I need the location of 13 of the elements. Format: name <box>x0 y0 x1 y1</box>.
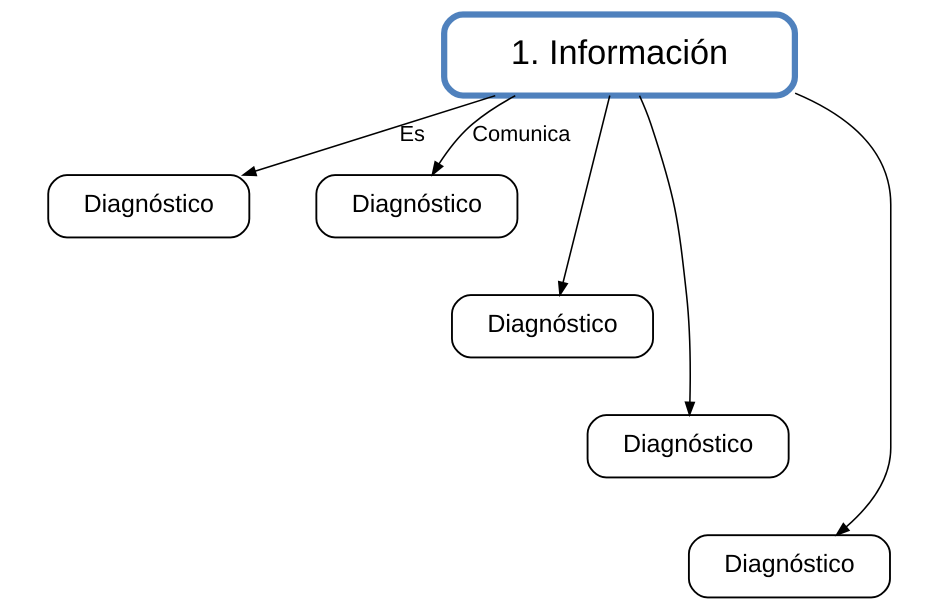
node-box: 1. Información <box>440 11 798 99</box>
arrow <box>794 92 892 536</box>
node-box: Diagnóstico <box>586 414 790 478</box>
node-box: Diagnóstico <box>314 174 518 238</box>
node-box: Diagnóstico <box>450 294 654 358</box>
arrow <box>430 95 516 177</box>
arrow <box>638 95 695 418</box>
node-box: Diagnóstico <box>46 174 250 238</box>
edge-label: Comunica <box>472 121 570 146</box>
arrow <box>557 95 610 298</box>
edge-label: Es <box>398 121 424 146</box>
arrow <box>240 94 495 176</box>
node-box: Diagnóstico <box>687 534 890 598</box>
